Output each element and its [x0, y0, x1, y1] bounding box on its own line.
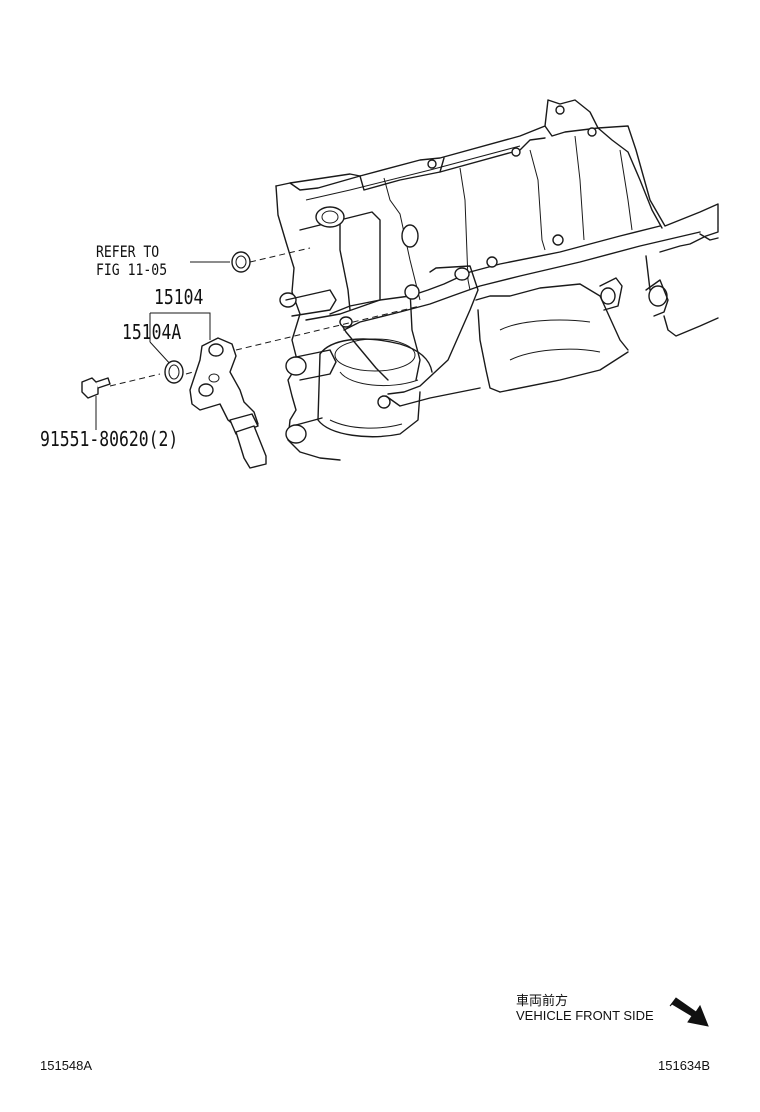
refer-to-line1: REFER TO — [96, 242, 160, 261]
cylinder-block-drawing — [275, 99, 719, 461]
part-number-91551: 91551-80620(2) — [40, 427, 179, 451]
bolt-91551 — [81, 377, 111, 399]
illustration-code-right: 151634B — [658, 1058, 711, 1073]
refer-to-line2: FIG 11-05 — [96, 260, 168, 279]
front-direction-arrow-icon — [669, 997, 709, 1027]
oil-level-sensor-15104 — [189, 337, 267, 469]
vehicle-front-japanese: 車両前方 — [516, 993, 569, 1008]
vehicle-front-label: VEHICLE FRONT SIDE — [516, 1008, 654, 1023]
part-number-15104: 15104 — [154, 285, 204, 309]
oil-seal-ring — [231, 251, 251, 273]
illustration-code-left: 151548A — [40, 1058, 93, 1073]
oring-15104a — [164, 360, 184, 384]
leader-lines — [95, 247, 421, 430]
part-number-15104a: 15104A — [122, 320, 182, 344]
